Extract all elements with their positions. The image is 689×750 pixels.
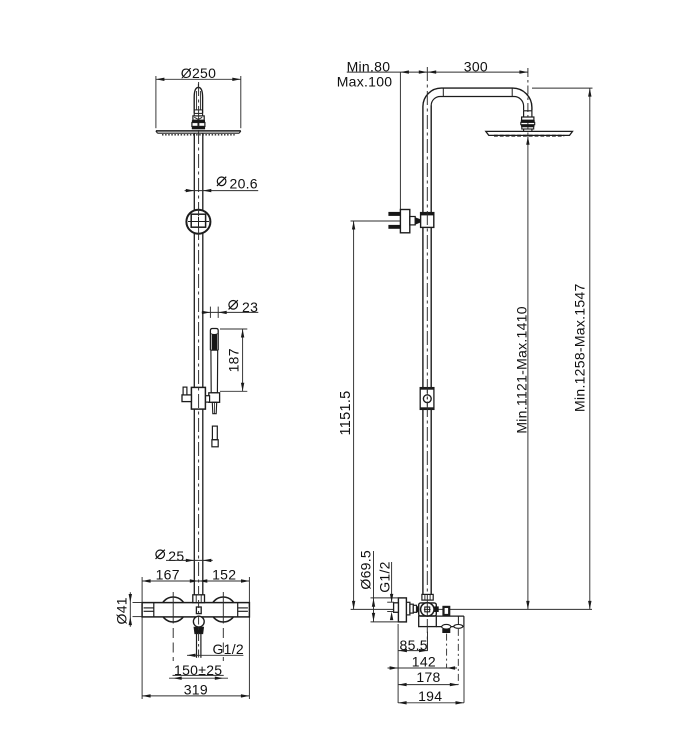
svg-text:Max.100: Max.100 xyxy=(337,73,393,89)
svg-text:167: 167 xyxy=(156,567,180,583)
svg-text:G1/2: G1/2 xyxy=(213,641,244,657)
svg-text:20.6: 20.6 xyxy=(230,175,258,191)
svg-text:Min.1258-Max.1547: Min.1258-Max.1547 xyxy=(571,283,587,412)
svg-text:Ø41: Ø41 xyxy=(113,597,129,624)
svg-text:152: 152 xyxy=(212,567,236,583)
svg-text:1151.5: 1151.5 xyxy=(338,391,354,436)
svg-text:Ø69.5: Ø69.5 xyxy=(358,550,374,590)
svg-text:150±25: 150±25 xyxy=(174,662,222,678)
svg-text:178: 178 xyxy=(416,669,440,685)
svg-text:Min.80: Min.80 xyxy=(347,58,391,74)
svg-text:25: 25 xyxy=(168,548,184,564)
svg-text:G1/2: G1/2 xyxy=(376,561,392,592)
svg-text:23: 23 xyxy=(242,299,258,315)
svg-text:319: 319 xyxy=(184,682,208,698)
svg-text:187: 187 xyxy=(225,348,241,372)
svg-text:Min.1121-Max.1410: Min.1121-Max.1410 xyxy=(514,306,530,433)
svg-text:142: 142 xyxy=(412,653,436,669)
svg-text:Ø250: Ø250 xyxy=(181,65,216,81)
svg-text:300: 300 xyxy=(464,58,488,74)
svg-text:194: 194 xyxy=(418,688,442,704)
